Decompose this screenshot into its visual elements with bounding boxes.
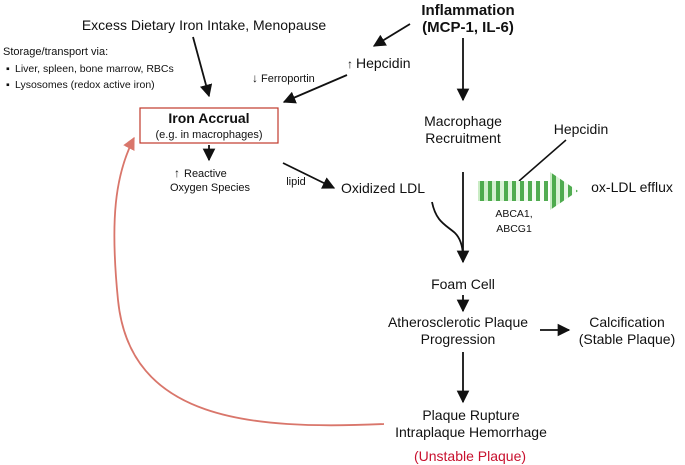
ox-ldl-efflux-label: ox-LDL efflux (591, 179, 673, 195)
calcification-line2: (Stable Plaque) (579, 331, 676, 347)
storage-item-1: Liver, spleen, bone marrow, RBCs (15, 63, 174, 75)
arrow-inflammation-to-hepcidin (372, 23, 411, 47)
abcg1-label: ABCG1 (496, 223, 532, 235)
hepcidin-left-label: Hepcidin (356, 55, 410, 71)
efflux-arrow (478, 172, 578, 210)
macrophage-line2: Recruitment (425, 130, 501, 146)
excess-iron-label: Excess Dietary Iron Intake, Menopause (82, 17, 327, 33)
ferroportin-label: Ferroportin (261, 73, 315, 85)
rupture-line1: Plaque Rupture (422, 407, 520, 423)
inflammation-subtitle: (MCP-1, IL-6) (422, 19, 514, 36)
hepcidin-inhibition-line (518, 139, 567, 182)
feedback-arrow-rupture-to-iron-accrual (113, 136, 385, 427)
abca1-label: ABCA1, (495, 208, 532, 220)
oxidized-ldl-label: Oxidized LDL (341, 180, 425, 196)
foam-cell-label: Foam Cell (431, 276, 495, 292)
rupture-line2: Intraplaque Hemorrhage (395, 424, 547, 440)
storage-item-2: Lysosomes (redox active iron) (15, 79, 155, 91)
iron-accrual-subtitle: (e.g. in macrophages) (156, 129, 263, 141)
storage-item-bullet: ▪ (6, 63, 10, 75)
unstable-plaque-label: (Unstable Plaque) (414, 448, 526, 464)
arrow-ros-to-oxidized-ldl (282, 162, 336, 189)
ros-line2: Oxygen Species (170, 182, 251, 194)
ros-line1: Reactive (184, 168, 227, 180)
inflammation-title: Inflammation (421, 2, 514, 19)
arrow-hepcidin-to-iron-accrual (282, 74, 348, 104)
iron-accrual-title: Iron Accrual (168, 110, 249, 126)
atherosclerotic-line2: Progression (421, 331, 496, 347)
down-arrow-symbol: ↓ (252, 71, 258, 85)
up-arrow-symbol: ↑ (347, 57, 353, 71)
atherosclerotic-line1: Atherosclerotic Plaque (388, 314, 528, 330)
lipid-label: lipid (286, 176, 306, 188)
storage-title: Storage/transport via: (3, 46, 108, 58)
iron-accrual-box (139, 107, 279, 144)
up-arrow-symbol: ↑ (174, 166, 180, 180)
storage-item-bullet: ▪ (6, 79, 10, 91)
arrow-excess-to-iron-accrual (192, 36, 213, 98)
calcification-line1: Calcification (589, 314, 664, 330)
macrophage-line1: Macrophage (424, 113, 502, 129)
hepcidin-right-label: Hepcidin (554, 121, 608, 137)
curve-oxidized-ldl-to-foam-cell (431, 201, 464, 259)
